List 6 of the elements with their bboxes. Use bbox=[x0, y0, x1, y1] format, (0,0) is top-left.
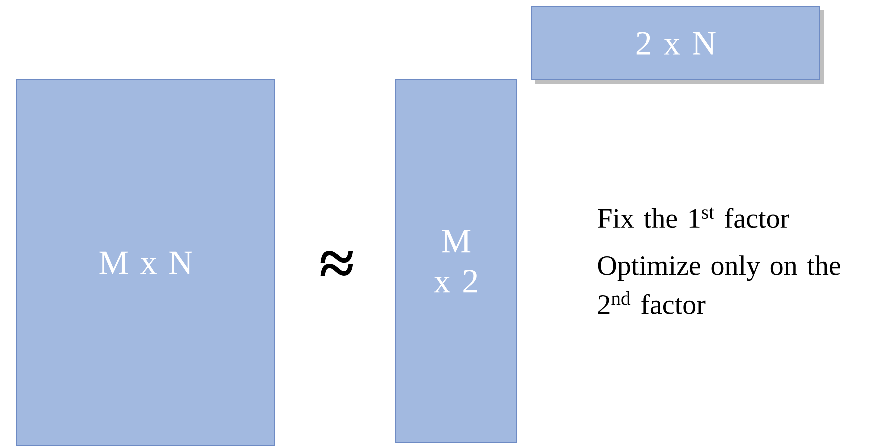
matrix-box: M x 2 bbox=[396, 80, 518, 444]
note-text: Fix the 1$^{st}$ factor bbox=[598, 208, 790, 228]
approx-symbol: ≈ bbox=[320, 250, 354, 276]
note-text: Optimize only on the 2$^{nd}$ factor bbox=[598, 256, 840, 314]
matrix-box: 2 x N bbox=[532, 6, 824, 84]
matrix-box: M x N bbox=[16, 80, 276, 446]
